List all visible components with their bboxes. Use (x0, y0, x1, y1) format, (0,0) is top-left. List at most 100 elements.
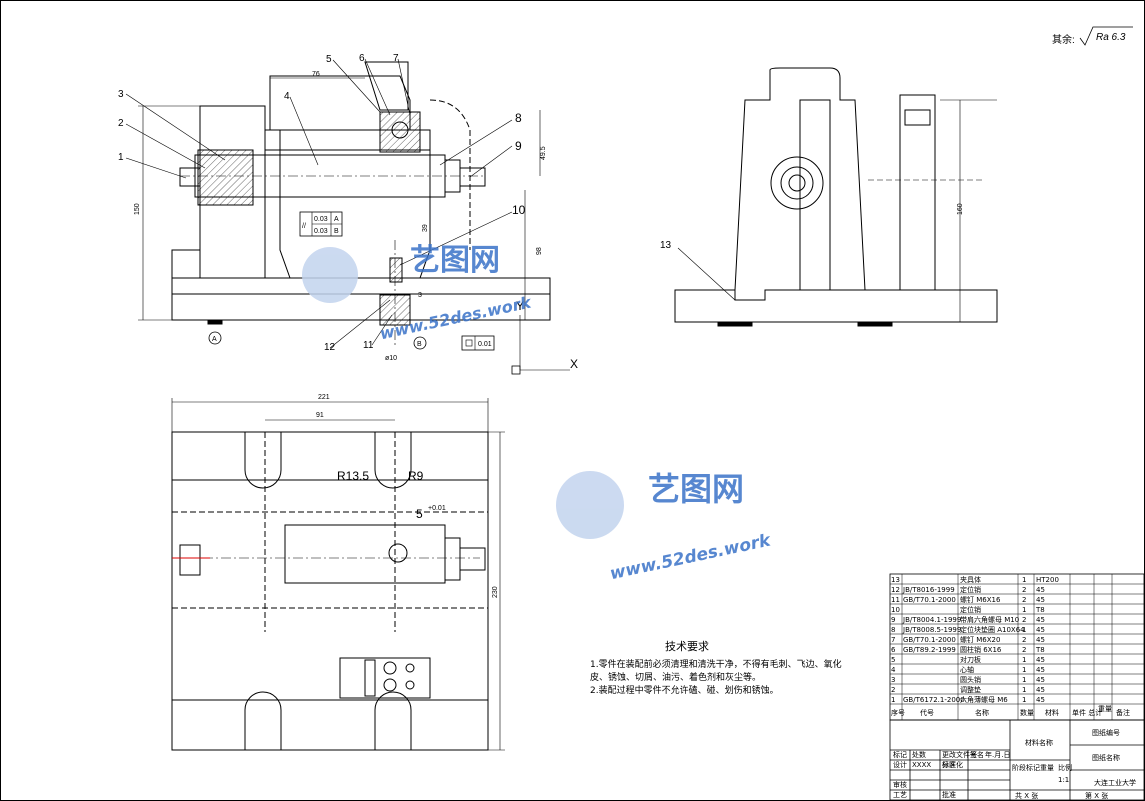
bom-cell-no: 6 (891, 646, 896, 654)
svg-text:X: X (570, 357, 578, 371)
svg-text:审核: 审核 (893, 780, 907, 789)
svg-text:7: 7 (393, 53, 399, 64)
svg-text:共 X 张: 共 X 张 (1015, 791, 1038, 800)
svg-text:1:1: 1:1 (1058, 776, 1069, 784)
bom-cell-mat: HT200 (1036, 576, 1059, 584)
svg-text:76: 76 (312, 71, 320, 78)
svg-text:阶段标记: 阶段标记 (1012, 763, 1040, 772)
bom-cell-qty: 2 (1022, 586, 1026, 594)
svg-text:Ra 6.3: Ra 6.3 (1096, 32, 1126, 43)
bom-cell-qty: 2 (1022, 636, 1026, 644)
bom-cell-name: 对刀板 (960, 655, 981, 664)
svg-text:3: 3 (418, 292, 422, 299)
bom-cell-name: 定位块垫圈 A10X64 (960, 625, 1025, 634)
bom-cell-code: GB/T70.1-2000 (903, 596, 956, 604)
bom-cell-no: 11 (891, 596, 900, 604)
bom-cell-code: JB/T8008.5-1999 (902, 626, 961, 634)
bom-cell-name: 螺钉 M6X16 (960, 595, 1001, 604)
svg-text:设计: 设计 (893, 760, 907, 769)
svg-text:技术要求: 技术要求 (665, 640, 709, 653)
svg-text:+0.01: +0.01 (428, 505, 446, 512)
bom-cell-code: JB/T8004.1-1999 (902, 616, 961, 624)
bom-cell-name: 心轴 (960, 665, 974, 674)
svg-text:13: 13 (660, 240, 672, 251)
datum-b: B (413, 336, 427, 350)
bom-cell-qty: 1 (1022, 686, 1026, 694)
side-view (674, 67, 998, 327)
technical-notes: 技术要求 1.零件在装配前必须清理和清洗干净，不得有毛刺、飞边、氧化 皮、锈蚀、… (590, 640, 842, 696)
svg-text:0.01: 0.01 (478, 341, 492, 348)
svg-text:图纸编号: 图纸编号 (1092, 728, 1120, 737)
svg-text:工艺: 工艺 (893, 791, 907, 799)
bom-cell-mat: T8 (1035, 646, 1045, 654)
svg-text:10: 10 (512, 203, 526, 217)
bom-cell-qty: 1 (1022, 696, 1026, 704)
bom-cell-name: 调整垫 (960, 685, 981, 694)
bom-cell-qty: 1 (1022, 656, 1026, 664)
svg-text:大连工业大学: 大连工业大学 (1094, 778, 1136, 787)
svg-text:图纸名称: 图纸名称 (1092, 753, 1120, 762)
bom-cell-mat: 45 (1036, 636, 1045, 644)
bom-cell-no: 4 (891, 666, 896, 674)
svg-text:49.5: 49.5 (540, 146, 547, 160)
svg-text:标记: 标记 (893, 750, 907, 759)
flatness-frame: 0.01 (461, 335, 495, 351)
svg-text:8: 8 (515, 111, 522, 125)
bom-cell-qty: 1 (1022, 666, 1026, 674)
svg-text:ø10: ø10 (385, 355, 397, 362)
bom-cell-name: 圆头销 (960, 675, 981, 684)
svg-text:12: 12 (324, 342, 336, 353)
title-block (889, 719, 1145, 801)
bom-cell-no: 12 (891, 586, 900, 594)
svg-text:98: 98 (536, 247, 543, 255)
bom-cell-name: 夹具体 (960, 575, 981, 584)
bom-header-mat: 材料 (1045, 708, 1059, 717)
svg-text:0.03: 0.03 (314, 216, 328, 223)
svg-text:皮、锈蚀、切屑、油污、着色剂和灰尘等。: 皮、锈蚀、切屑、油污、着色剂和灰尘等。 (590, 671, 761, 683)
svg-text:5: 5 (326, 54, 332, 65)
svg-text:R9: R9 (408, 469, 424, 483)
svg-text:1.零件在装配前必须清理和清洗干净，不得有毛刺、飞边、氧化: 1.零件在装配前必须清理和清洗干净，不得有毛刺、飞边、氧化 (590, 658, 842, 670)
bom-cell-no: 10 (891, 606, 900, 614)
bom-cell-no: 7 (891, 636, 895, 644)
svg-text://: // (302, 223, 306, 230)
bom-cell-code: GB/T70.1-2000 (903, 636, 956, 644)
svg-text:230: 230 (492, 586, 499, 598)
bom-cell-qty: 2 (1022, 616, 1026, 624)
front-view (171, 61, 551, 345)
bom-cell-mat: 45 (1036, 666, 1045, 674)
svg-text:150: 150 (134, 203, 141, 215)
svg-text:A: A (334, 216, 339, 223)
bom-cell-mat: 45 (1036, 616, 1045, 624)
bom-cell-name: 带肩六角螺母 M10 (960, 615, 1019, 624)
svg-text:39: 39 (422, 224, 429, 232)
surface-finish: 其余: Ra 6.3 (1052, 26, 1133, 46)
bom-cell-code: JB/T8016-1999 (902, 586, 955, 594)
svg-text:B: B (334, 228, 339, 235)
svg-text:2.装配过程中零件不允许磕、碰、划伤和锈蚀。: 2.装配过程中零件不允许磕、碰、划伤和锈蚀。 (590, 684, 779, 696)
bom-cell-mat: 45 (1036, 596, 1045, 604)
svg-text:A: A (212, 336, 217, 343)
bom-header-weight2: 重量 (1098, 705, 1112, 713)
bom-cell-name: 定位销 (960, 605, 981, 614)
bom-cell-code: GB/T89.2-1999 (903, 646, 956, 654)
svg-text:签名: 签名 (970, 750, 984, 759)
title-block-text: 图纸编号 图纸名称 材料名称 阶段标记 重量 比例 1:1 大连工业大学 共 X… (893, 728, 1136, 800)
svg-text:材料名称: 材料名称 (1025, 738, 1053, 747)
svg-text:6: 6 (359, 53, 365, 64)
bom-header-weight: 单件 总计 (1072, 708, 1102, 717)
bom-header-name: 名称 (975, 708, 989, 717)
svg-text:年.月.日: 年.月.日 (985, 750, 1010, 759)
svg-text:R13.5: R13.5 (337, 469, 369, 483)
bom-cell-mat: 45 (1036, 586, 1045, 594)
svg-text:标准化: 标准化 (942, 760, 963, 769)
bom-header-remark: 备注 (1116, 708, 1130, 717)
